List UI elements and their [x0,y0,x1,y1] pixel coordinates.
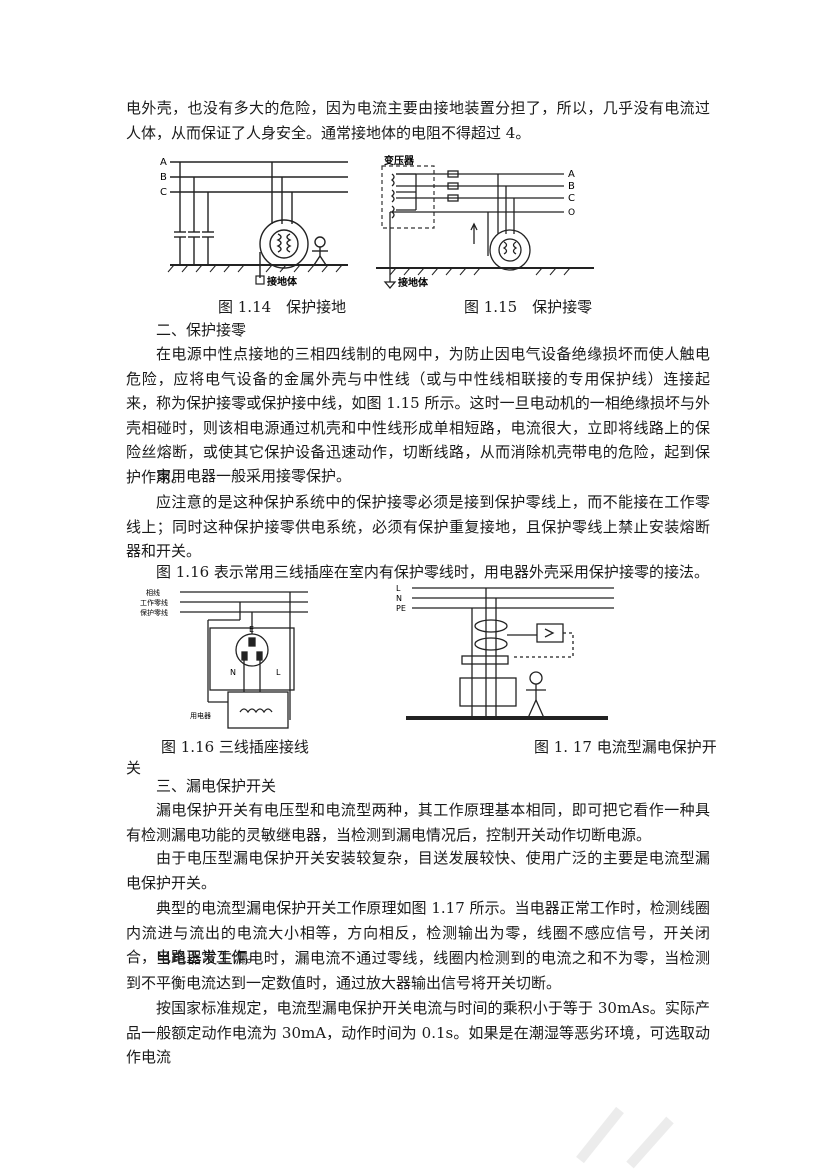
fig17-n-label: N [396,594,402,603]
figure-1-17-caption-wrap: 关 [126,759,142,777]
fig14-ground-label: 接地体 [267,275,298,288]
fig15-line-c-label: C [568,193,575,204]
figure-1-14-caption: 图 1.14 保护接地 [218,298,347,316]
figure-1-15-protective-neutral: 变压器 A B C O 接 [376,154,594,290]
fig15-transformer-label: 变压器 [384,154,415,167]
fig16-l-label: L [276,668,281,677]
paragraph-rcd-principle: 典型的电流型漏电保护开关工作原理如图 1.17 所示。当电器正常工作时，检测线圈… [126,899,710,966]
fig14-line-a-label: A [160,157,167,168]
figure-1-17-rcd: L N PE [396,584,614,720]
fig16-appliance-label: 用电器 [190,711,211,720]
paragraph-rcd-usage: 由于电压型漏电保护开关安装较复杂，目送发展较快、使用广泛的主要是电流型漏电保护开… [126,849,710,892]
figure-1-17-caption: 图 1. 17 电流型漏电保护开 [534,738,717,756]
watermark-mark [576,1106,674,1169]
paragraph-rcd-leakage: 当电器发生漏电时，漏电流不通过零线，线圈内检测到的电流之和不为零，当检测到不平衡… [126,949,710,992]
section-heading-protective-neutral: 二、保护接零 [156,321,247,339]
figure-1-15-caption: 图 1.15 保护接零 [464,298,593,316]
fig16-live-label: 相线 [146,588,160,597]
figure-1-16-caption: 图 1.16 三线插座接线 [161,738,309,756]
fig14-line-b-label: B [160,172,167,183]
fig15-ground-label: 接地体 [398,276,429,289]
figure-1-14-protective-grounding: A B C 接地体 [160,157,348,288]
paragraph-figure-1-16-intro: 图 1.16 表示常用三线插座在室内有保护零线时，用电器外壳采用保护接零的接法。 [156,563,709,581]
fig15-line-a-label: A [568,169,575,180]
fig15-line-b-label: B [568,181,575,192]
fig17-pe-label: PE [396,604,406,613]
fig14-line-c-label: C [160,187,167,198]
fig16-work-neutral-label: 工作零线 [140,598,168,607]
fig16-n-label: N [230,668,236,677]
fig16-e-label: E [249,625,254,634]
paragraph-rcd-standard: 按国家标准规定，电流型漏电保护开关电流与时间的乘积小于等于 30mAs。实际产品… [126,999,710,1066]
paragraph-household: 家用电器一般采用接零保护。 [156,467,352,485]
fig17-l-label: L [396,584,401,593]
paragraph-protective-neutral: 在电源中性点接地的三相四线制的电网中，为防止因电气设备绝缘损坏而使人触电危险，应… [126,345,710,486]
paragraph-attention: 应注意的是这种保护系统中的保护接零必须是接到保护零线上，而不能接在工作零线上；同… [126,493,710,560]
section-heading-rcd: 三、漏电保护开关 [156,777,277,795]
paragraph-rcd-types: 漏电保护开关有电压型和电流型两种，其工作原理基本相同，即可把它看作一种具有检测漏… [126,801,710,844]
fig15-line-o-label: O [568,208,575,218]
fig16-protect-neutral-label: 保护零线 [140,608,168,617]
paragraph-continuation: 电外壳，也没有多大的危险，因为电流主要由接地装置分担了，所以，几乎没有电流过人体… [126,99,710,142]
figure-1-16-three-pin-socket: 相线 工作零线 保护零线 E N L 用电器 [140,588,308,729]
